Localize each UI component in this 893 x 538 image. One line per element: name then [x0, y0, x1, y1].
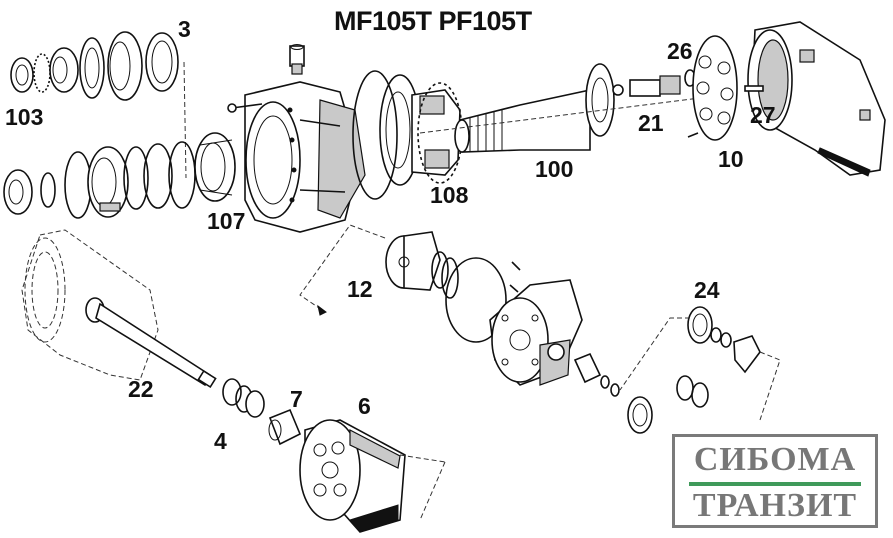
part-24-relief-valve-group — [573, 306, 781, 434]
watermark-line2: ТРАНЗИТ — [692, 487, 858, 524]
part-12-valve-block — [299, 224, 459, 316]
callout-108: 108 — [430, 182, 469, 208]
callout-3: 3 — [178, 16, 191, 42]
callout-21: 21 — [638, 110, 664, 136]
watermark-logo: СИБОМА ТРАНЗИТ — [672, 434, 878, 528]
phantom-housing-outline — [21, 229, 159, 381]
callout-4: 4 — [214, 428, 227, 454]
part-distributor-body — [445, 257, 583, 386]
watermark-accent-bar — [689, 482, 861, 486]
part-103-nut-group — [10, 31, 187, 179]
callout-100: 100 — [535, 156, 574, 182]
part-21-spool — [612, 69, 696, 97]
part-27-end-cover — [744, 21, 886, 177]
watermark-line1: СИБОМА — [693, 441, 857, 478]
callout-24: 24 — [694, 277, 720, 303]
callout-6: 6 — [358, 393, 371, 419]
part-108-coupling-group — [352, 70, 463, 200]
callout-103: 103 — [5, 104, 44, 130]
callout-10: 10 — [718, 146, 744, 172]
part-6-cylinder-block — [299, 419, 446, 533]
part-100-shaft — [419, 63, 701, 153]
callout-12: 12 — [347, 276, 373, 302]
part-107-bearing-group — [3, 132, 236, 219]
callout-22: 22 — [128, 376, 154, 402]
part-4-washers — [222, 378, 265, 418]
part-22-shaft — [85, 297, 217, 389]
callout-26: 26 — [667, 38, 693, 64]
callout-7: 7 — [290, 386, 303, 412]
part-housing-flange — [227, 44, 366, 233]
part-10-port-plate — [687, 35, 738, 141]
callout-27: 27 — [750, 102, 776, 128]
part-7-sleeve — [268, 408, 302, 446]
callout-107: 107 — [207, 208, 246, 234]
diagram-title: MF105T PF105T — [334, 6, 532, 36]
